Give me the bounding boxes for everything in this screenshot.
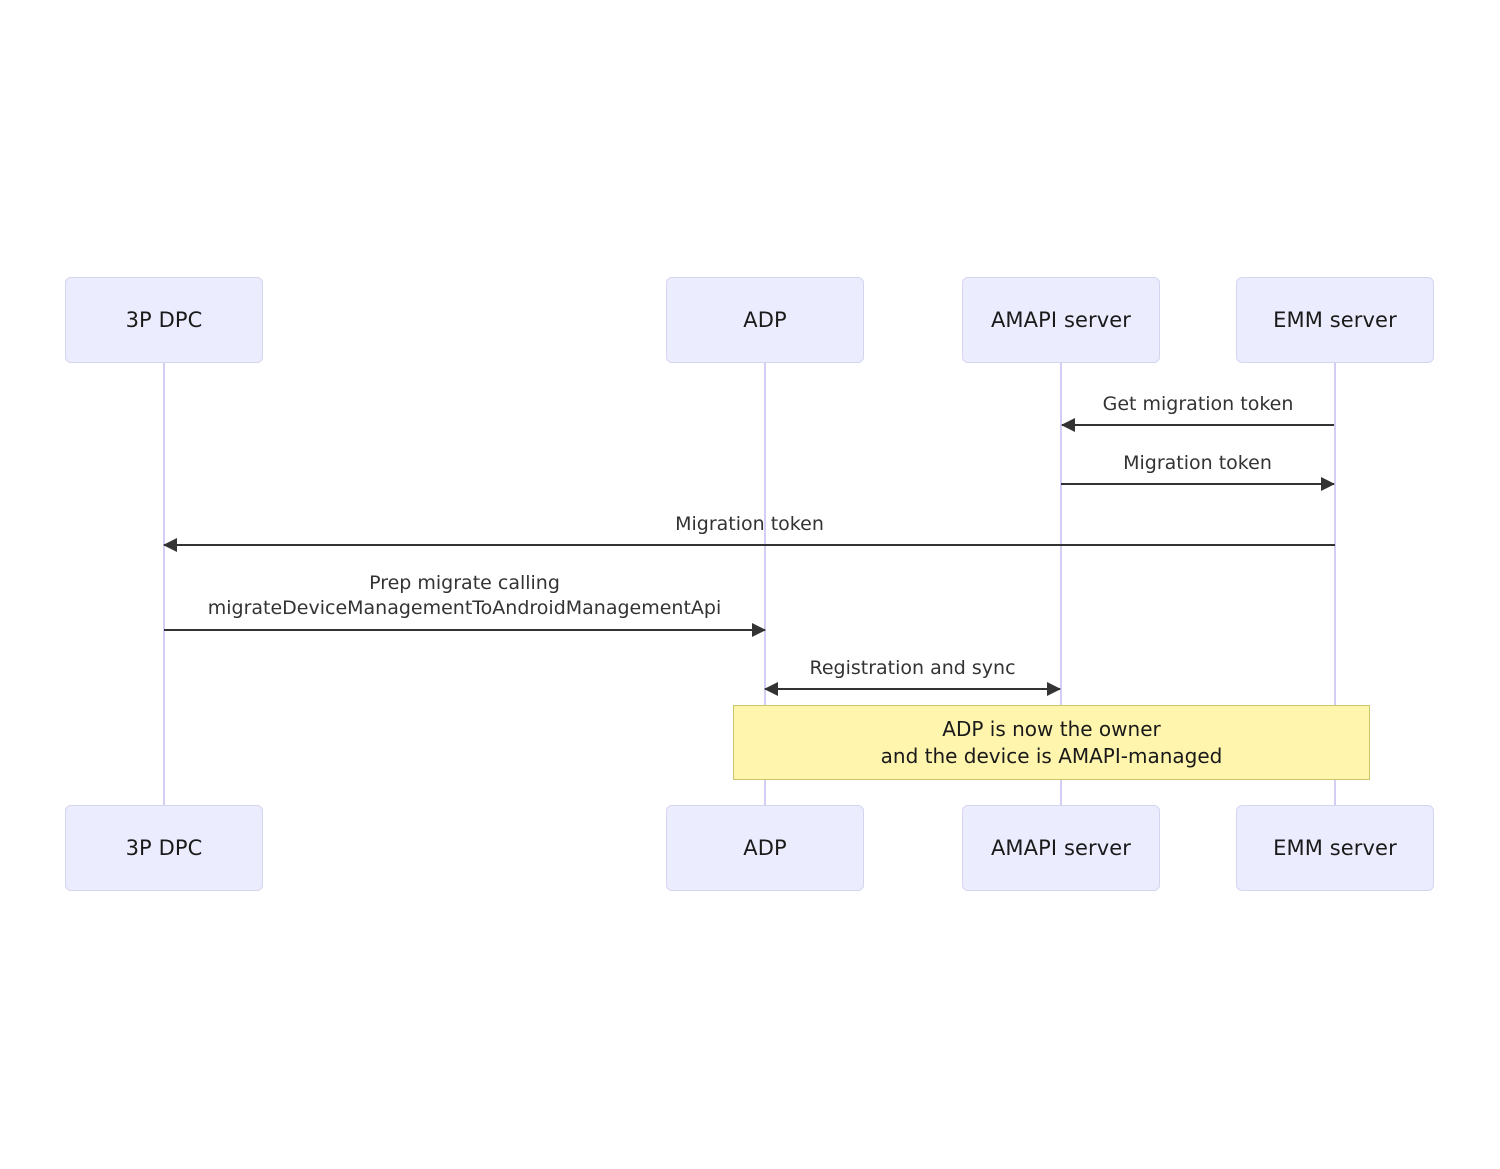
message-line [164,629,765,631]
participant-label: AMAPI server [990,836,1132,860]
message-label: Registration and sync [809,657,1016,679]
lifeline-amapi [1060,363,1062,805]
participant-emm-top[interactable]: EMM server [1236,277,1434,363]
participant-label: 3P DPC [125,308,203,332]
participant-label: EMM server [1273,308,1397,332]
message-line [1062,424,1334,426]
message-line [765,688,1060,690]
arrowhead-left-icon [764,682,778,696]
arrowhead-right-icon [1321,477,1335,491]
participant-emm-bottom[interactable]: EMM server [1236,805,1434,891]
participant-adp-top[interactable]: ADP [666,277,864,363]
participant-label: ADP [743,836,787,860]
arrowhead-right-icon [1047,682,1061,696]
message-line [164,544,1335,546]
arrowhead-left-icon [1061,418,1075,432]
message-line [1061,483,1334,485]
note-line-2: and the device is AMAPI-managed [880,743,1223,768]
participant-label: ADP [743,308,787,332]
arrowhead-left-icon [163,538,177,552]
lifeline-adp [764,363,766,805]
participant-amapi-top[interactable]: AMAPI server [962,277,1160,363]
participant-amapi-bottom[interactable]: AMAPI server [962,805,1160,891]
participant-dpc-bottom[interactable]: 3P DPC [65,805,263,891]
message-label-line-1: Prep migrate calling [369,572,560,594]
participant-label: AMAPI server [990,308,1132,332]
message-label: Migration token [675,513,824,535]
participant-dpc-top[interactable]: 3P DPC [65,277,263,363]
arrowhead-right-icon [752,623,766,637]
message-label: Get migration token [1102,393,1294,415]
message-label-line-2: migrateDeviceManagementToAndroidManageme… [207,597,722,619]
participant-adp-bottom[interactable]: ADP [666,805,864,891]
message-label: Prep migrate calling migrateDeviceManage… [164,571,765,621]
message-label: Migration token [1123,452,1272,474]
note-adp-owner: ADP is now the owner and the device is A… [733,705,1370,780]
participant-label: EMM server [1273,836,1397,860]
lifeline-dpc [163,363,165,805]
note-line-1: ADP is now the owner [942,716,1161,741]
participant-label: 3P DPC [125,836,203,860]
lifeline-emm [1334,363,1336,805]
